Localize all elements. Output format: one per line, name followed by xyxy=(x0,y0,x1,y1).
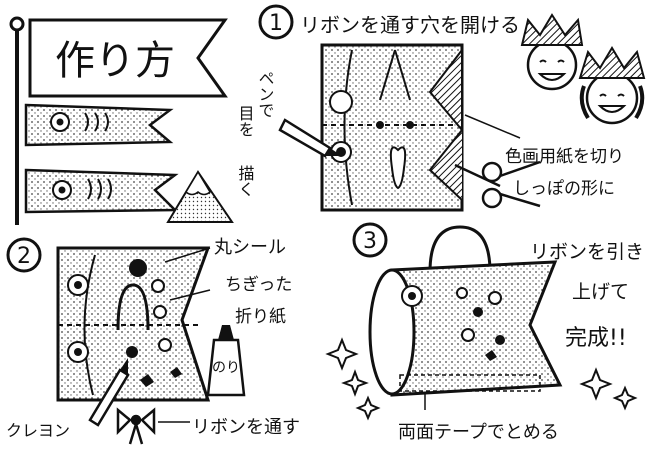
step-1-paper xyxy=(320,43,464,212)
hole-pointer-lines xyxy=(379,49,411,101)
step-3: 3 両面テープでとめる リボンを引き 上げて 完成!! xyxy=(325,222,644,443)
step-1-side-note-1: 色画用紙を切り xyxy=(505,147,624,167)
step-2-arch xyxy=(116,283,150,331)
note-draw: 描く xyxy=(236,165,255,197)
label-torn-paper-1: ちぎった xyxy=(225,275,292,295)
step-3-caption-1: リボンを引き xyxy=(530,241,644,263)
label-round-sticker: 丸シール xyxy=(214,237,286,258)
tail-cut-triangle xyxy=(428,47,463,133)
ribbon-bow-icon xyxy=(116,407,156,445)
step-1-number: 1 xyxy=(269,11,283,36)
step-1: 1 リボンを通す穴を開ける ペンで 目を 描く 色 xyxy=(236,4,646,212)
step-1-caption: リボンを通す穴を開ける xyxy=(300,13,520,37)
step-2: 2 丸シール ちぎった 折り紙 のり クレヨン xyxy=(6,237,300,445)
glue-tube-icon: のり xyxy=(206,325,246,397)
torn-paper-pieces xyxy=(140,367,182,387)
step-2-number: 2 xyxy=(17,244,31,269)
step-3-caption-2: 上げて xyxy=(572,281,629,303)
drop-shape xyxy=(389,146,407,190)
note-eye: 目を xyxy=(236,105,255,137)
mountain-illustration xyxy=(166,170,234,223)
step-1-number-badge xyxy=(258,4,294,40)
pole-top-ball xyxy=(9,16,25,32)
punch-hole-2 xyxy=(406,121,414,129)
step-1-fold-line xyxy=(343,49,353,206)
label-torn-paper-2: 折り紙 xyxy=(235,307,286,327)
step-3-number-badge xyxy=(352,222,388,258)
small-carp-1 xyxy=(24,103,174,147)
step-2-number-badge xyxy=(6,237,42,273)
small-carp-2 xyxy=(24,168,179,214)
pen-icon xyxy=(278,118,342,158)
sparkle-icons xyxy=(325,337,638,421)
step-3-number: 3 xyxy=(363,229,377,254)
step-1-side-note-2: しっぽの形に xyxy=(513,179,615,199)
glue-label: のり xyxy=(212,360,240,376)
punch-hole-1 xyxy=(376,121,384,129)
tail-pointer-line xyxy=(464,114,521,139)
hanging-ribbon-loop xyxy=(428,225,492,273)
scissors-icon xyxy=(454,160,541,209)
crayon-icon xyxy=(88,358,130,427)
label-ribbon: リボンを通す xyxy=(192,417,300,438)
title-banner: 作り方 xyxy=(9,16,228,225)
page-title: 作り方 xyxy=(55,38,175,84)
round-sticker-1 xyxy=(129,259,147,277)
label-crayon: クレヨン xyxy=(6,421,70,440)
tail-cut-triangle-2 xyxy=(428,129,463,201)
step-3-tape-note: 両面テープでとめる xyxy=(398,422,559,443)
double-sided-tape-area xyxy=(399,374,541,392)
title-flag xyxy=(28,18,228,98)
eye-outline-top xyxy=(329,90,353,114)
step-3-caption-3: 完成!! xyxy=(565,326,627,351)
note-pen: ペンで xyxy=(256,70,275,118)
child-face-2 xyxy=(578,46,646,125)
round-sticker-2 xyxy=(151,279,165,293)
child-face-1 xyxy=(520,13,584,91)
